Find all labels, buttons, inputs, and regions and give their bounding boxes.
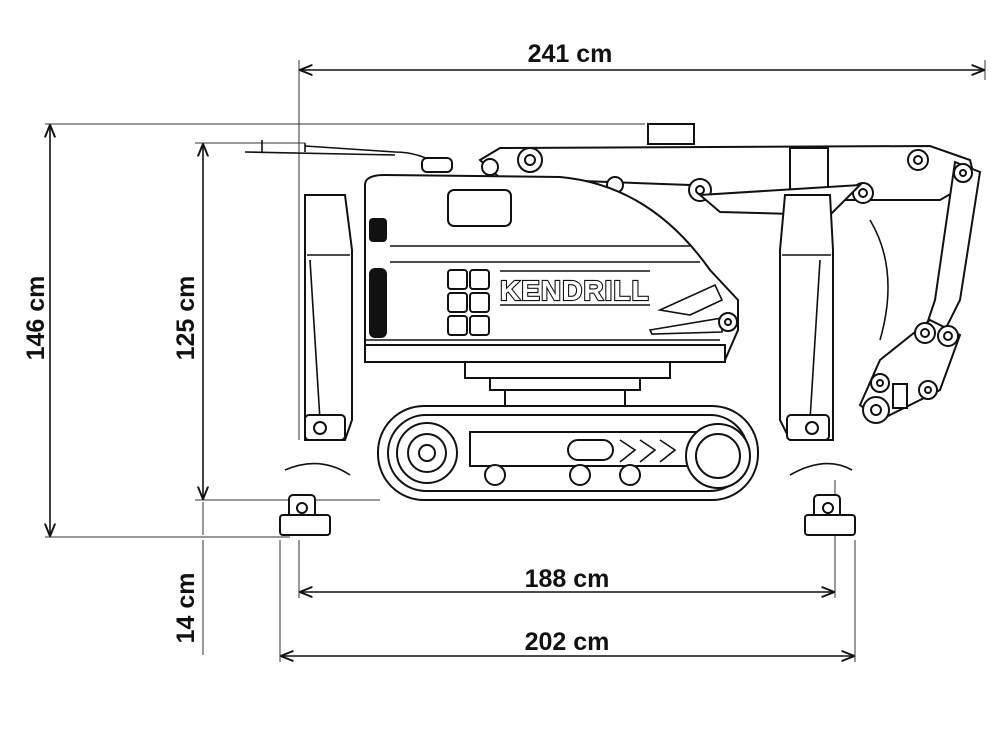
dimension-lines	[45, 60, 986, 662]
left-outrigger	[284, 194, 353, 476]
dim-track-span: 188 cm	[525, 565, 610, 593]
turret-base	[464, 361, 671, 409]
dim-overall-length: 241 cm	[528, 40, 613, 68]
machine: KENDRILL	[244, 123, 982, 536]
dim-ground-clearance: 14 cm	[172, 573, 200, 644]
right-outrigger	[779, 194, 853, 476]
dim-overall-height: 146 cm	[22, 276, 50, 361]
brand-logo-text: KENDRILL	[500, 275, 650, 306]
dim-outrigger-span: 202 cm	[525, 628, 610, 656]
feet	[279, 494, 856, 536]
body-housing: KENDRILL	[364, 173, 739, 364]
control-panel-grid	[447, 269, 490, 336]
track-undercarriage	[377, 405, 759, 501]
jib-arm	[858, 160, 982, 424]
dim-body-height: 125 cm	[172, 276, 200, 361]
top-antenna	[244, 123, 695, 173]
